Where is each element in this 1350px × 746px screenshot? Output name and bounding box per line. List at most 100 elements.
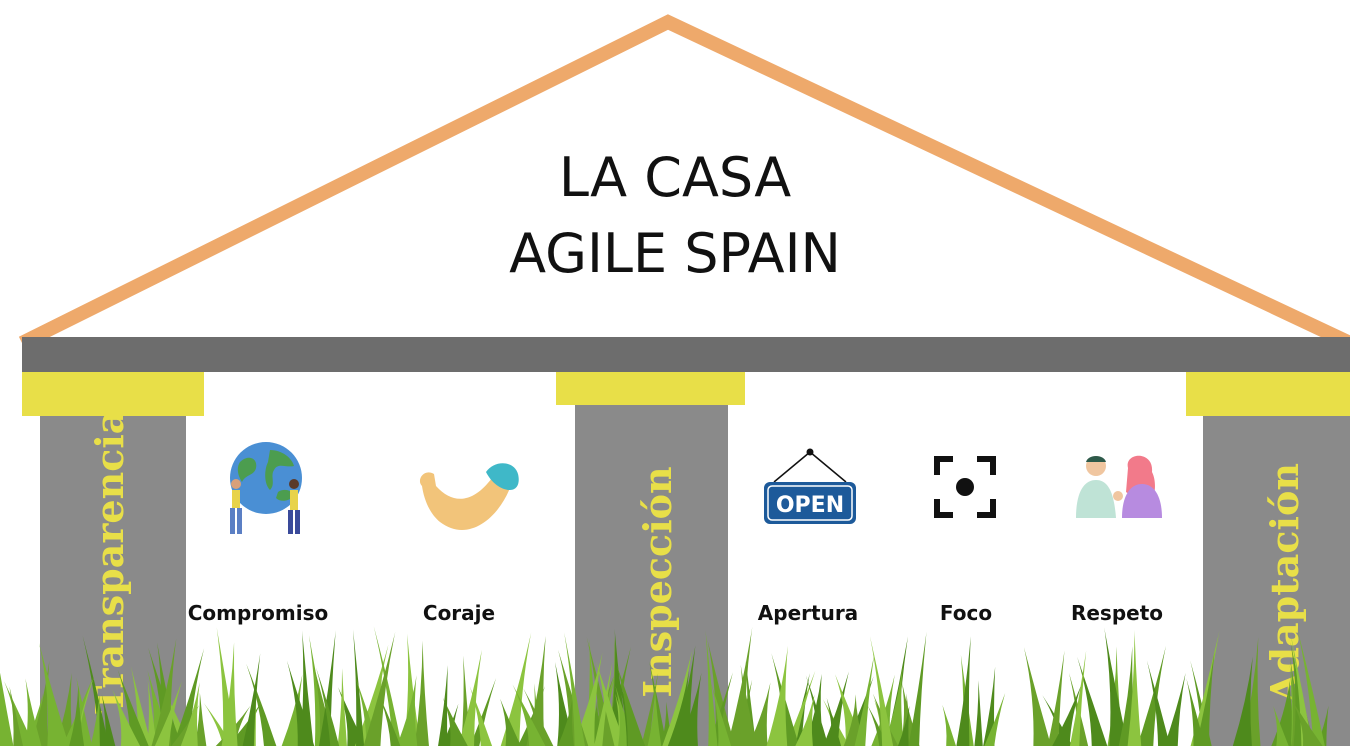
value-label-coraje: Coraje xyxy=(422,601,496,625)
grass-blade xyxy=(1137,645,1166,746)
grass-blade xyxy=(221,642,238,746)
open-sign-text: OPEN xyxy=(776,493,844,518)
grass-blade xyxy=(649,661,667,746)
grass-blade xyxy=(1271,681,1292,746)
grass-blade xyxy=(442,697,468,746)
grass-blade xyxy=(1296,627,1325,746)
grass-blade xyxy=(1052,683,1082,746)
grass-blade xyxy=(300,630,314,746)
value-label-foco: Foco xyxy=(939,601,993,625)
grass-blade xyxy=(1291,699,1323,746)
grass-blade xyxy=(727,626,753,746)
grass-blade xyxy=(738,664,758,746)
title-line-2: AGILE SPAIN xyxy=(509,222,841,285)
grass-blade xyxy=(647,685,662,746)
grass-blade xyxy=(281,674,303,746)
grass-blade xyxy=(379,696,401,746)
grass-blade xyxy=(500,698,521,746)
grass-blade xyxy=(766,645,788,746)
grass-blade xyxy=(315,667,340,746)
grass-blade xyxy=(55,673,74,746)
grass-blade xyxy=(984,693,1006,746)
grass-blade xyxy=(0,672,14,746)
grass-blade xyxy=(117,669,149,746)
grass-blade xyxy=(438,665,448,746)
grass-blade xyxy=(1232,656,1253,746)
roof-line xyxy=(18,14,1350,350)
grass-blade xyxy=(1195,652,1215,746)
people-greeting-icon xyxy=(1076,455,1162,518)
grass xyxy=(0,626,1329,746)
grass-blade xyxy=(1242,637,1261,746)
grass-blade xyxy=(1069,650,1087,746)
value-label-apertura: Apertura xyxy=(757,601,859,625)
grass-blade xyxy=(641,672,659,746)
grass-blade xyxy=(711,683,732,746)
grass-blade xyxy=(441,703,459,746)
grass-blade xyxy=(512,684,546,746)
grass-blade xyxy=(1104,627,1129,746)
grass-blade xyxy=(1146,660,1171,746)
flexed-arm-icon xyxy=(419,463,519,530)
grass-blade xyxy=(869,636,894,746)
grass-blade xyxy=(594,662,613,746)
grass-blade xyxy=(414,640,429,746)
grass-blade xyxy=(227,701,262,746)
grass-blade xyxy=(147,679,157,746)
grass-blade xyxy=(500,632,532,746)
grass-blade xyxy=(373,626,402,746)
grass-blade xyxy=(396,675,418,746)
grass-blade xyxy=(1077,656,1108,746)
grass-blade xyxy=(897,705,910,746)
grass-blade xyxy=(180,682,200,746)
grass-blade xyxy=(242,653,261,746)
grass-blade xyxy=(337,668,347,746)
grass-blade xyxy=(705,630,718,746)
grass-blade xyxy=(30,660,50,746)
grass-blade xyxy=(596,661,627,746)
grass-blade xyxy=(615,685,638,746)
focus-icon xyxy=(934,456,996,518)
grass-blade xyxy=(795,694,815,746)
grass-blade xyxy=(555,661,575,746)
grass-blade xyxy=(974,680,983,746)
grass-blade xyxy=(586,636,615,746)
grass-blade xyxy=(616,663,646,746)
grass-blade xyxy=(558,649,589,746)
grass-blade xyxy=(363,631,396,746)
grass-blade xyxy=(557,696,574,746)
grass-blade xyxy=(90,693,100,746)
grass-blade xyxy=(1047,650,1065,746)
grass-blade xyxy=(154,681,182,746)
value-label-respeto: Respeto xyxy=(1070,601,1164,625)
grass-blade xyxy=(76,677,93,746)
grass-blade xyxy=(983,666,996,746)
grass-blade xyxy=(748,682,771,746)
grass-blade xyxy=(1290,634,1313,746)
grass-blade xyxy=(308,635,330,746)
grass-blade xyxy=(526,636,546,746)
value-label-compromiso: Compromiso xyxy=(187,601,329,625)
grass-blade xyxy=(678,672,702,746)
grass-blade xyxy=(39,643,70,746)
grass-blade xyxy=(573,652,603,746)
grass-blade xyxy=(908,631,927,746)
grass-blade xyxy=(25,678,42,746)
pillar-cap-right xyxy=(1186,372,1350,416)
grass-blade xyxy=(1290,642,1315,746)
grass-blade xyxy=(956,636,971,746)
grass-blade xyxy=(82,635,109,746)
grass-blade xyxy=(469,685,493,746)
globe-people-icon xyxy=(230,442,302,534)
open-sign-icon: OPEN xyxy=(764,448,856,524)
pillar-cap-center xyxy=(556,372,745,405)
grass-blade xyxy=(338,687,366,746)
grass-blade xyxy=(823,671,849,746)
grass-blade xyxy=(1273,705,1289,746)
grass-blade xyxy=(101,694,116,746)
grass-blade xyxy=(615,693,633,746)
grass-blade xyxy=(1164,672,1186,746)
grass-blade xyxy=(942,704,957,746)
grass-blade xyxy=(286,660,315,746)
